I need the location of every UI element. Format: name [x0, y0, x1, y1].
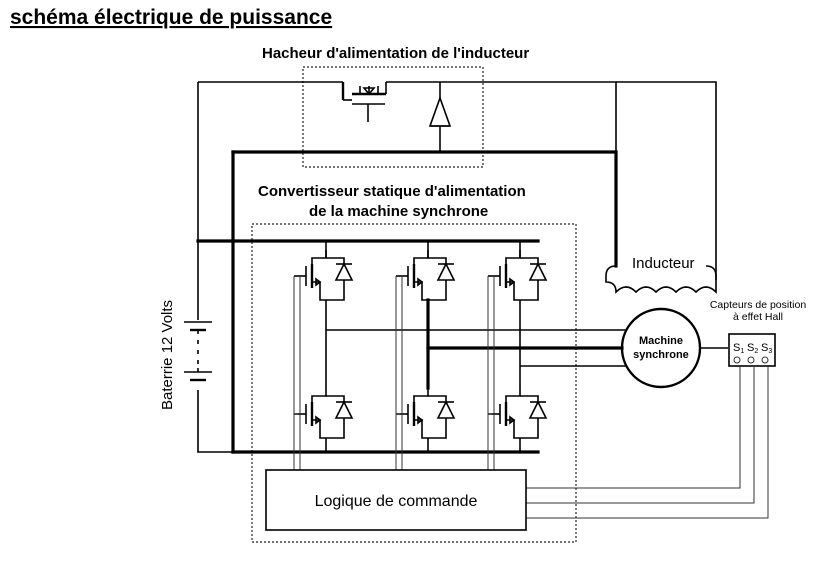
sensor-3-name: S3: [761, 342, 772, 355]
sensor-signal-line-3: [526, 366, 769, 519]
gate-drive-lines: [293, 276, 495, 470]
sensors-label-line1: Capteurs de position: [710, 299, 806, 311]
page-title: schéma électrique de puissance: [10, 6, 332, 29]
converter-box: [251, 223, 577, 543]
inverter-leg-1: [292, 241, 354, 452]
chopper-transistor-icon: [198, 81, 617, 266]
positive-bus-wire: [231, 150, 618, 268]
sensor-signal-line-2: [526, 366, 755, 504]
chopper-label: Hacheur d'alimentation de l'inducteur: [262, 45, 529, 62]
inductor-icon: [605, 81, 717, 294]
sensor-2-name: S2: [747, 342, 758, 355]
inductor-label: Inducteur: [632, 255, 695, 272]
synchronous-machine-icon: [620, 307, 702, 389]
converter-label-line1: Convertisseur statique d'alimentation: [258, 183, 526, 200]
control-logic-box: [265, 469, 527, 531]
sensor-1-name: S1: [733, 342, 744, 355]
battery-label: Baterrie 12 Volts: [159, 300, 176, 410]
sensors-label-line2: à effet Hall: [733, 311, 783, 323]
battery-icon: [184, 321, 212, 382]
inverter-leg-3: [486, 241, 548, 452]
chopper-diode-icon: [428, 82, 452, 152]
machine-label-line2: synchrone: [633, 349, 689, 361]
sensor-signal-line-1: [526, 366, 741, 489]
control-logic-label: Logique de commande: [315, 493, 478, 510]
chopper-box: [302, 66, 484, 168]
hall-sensor-glyphs: [733, 356, 769, 364]
inverter-leg-2: [394, 241, 456, 452]
hall-sensors-box: [728, 333, 776, 367]
converter-label-line2: de la machine synchrone: [309, 203, 488, 220]
machine-label-line1: Machine: [639, 335, 683, 347]
